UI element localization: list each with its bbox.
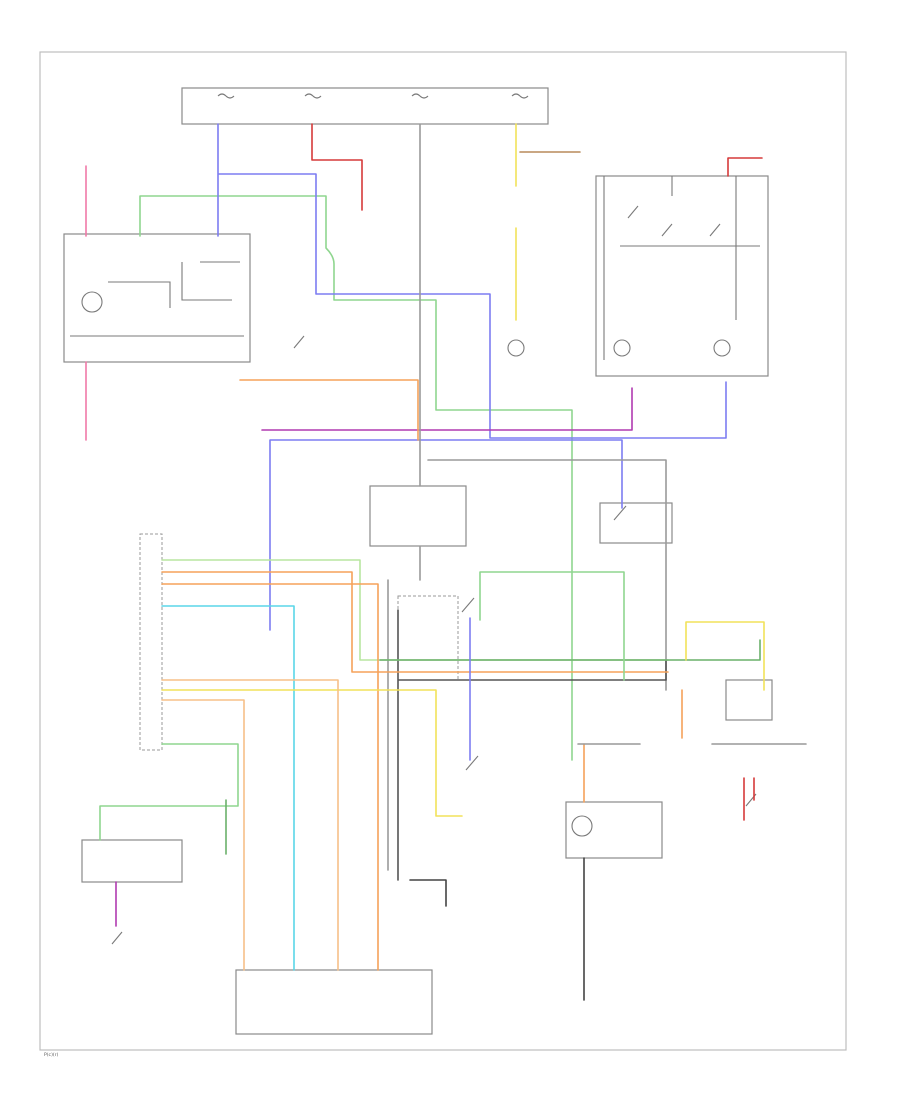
switch-box-internals xyxy=(603,176,760,360)
wire-green-top xyxy=(139,195,573,761)
pcm-connector-left xyxy=(139,533,163,751)
wire-red-cluster xyxy=(743,777,755,821)
wire-cyan xyxy=(161,605,295,971)
speed-control-switch-box[interactable] xyxy=(595,175,769,377)
speed-sensor-box xyxy=(81,839,183,883)
overdrive-relay-box xyxy=(599,502,673,544)
wire-black-gnd xyxy=(397,609,667,881)
wire-green-sensor xyxy=(99,571,625,841)
wire-blue-trans xyxy=(269,439,623,631)
speed-control-module-box xyxy=(63,233,251,363)
switch-symbols xyxy=(111,205,757,945)
wire-red-fuse xyxy=(311,123,363,211)
cruise-actuator-box xyxy=(235,969,433,1035)
bulb-symbols xyxy=(81,291,731,837)
wire-yellow-servo xyxy=(685,621,765,691)
brake-switch-dashed xyxy=(397,595,459,681)
wire-orange-mid xyxy=(239,379,419,441)
fuse-symbols xyxy=(217,93,529,99)
module-internals xyxy=(70,261,244,337)
wire-gray-center xyxy=(387,123,667,871)
wire-red-tail xyxy=(727,157,763,177)
wire-black-bottom xyxy=(409,857,585,1001)
speed-control-servo-box xyxy=(725,679,773,721)
wire-orange-bus-2 xyxy=(161,583,379,971)
wire-purple xyxy=(261,387,633,431)
wire-darkgreen-long xyxy=(379,639,761,661)
footer-label: P(c)(r) xyxy=(44,1052,59,1058)
transmission-range-switch-box xyxy=(369,485,467,547)
wire-lightgreen-bus xyxy=(161,559,669,661)
wire-blue-fuse xyxy=(217,123,727,439)
instrument-cluster-box xyxy=(565,801,663,859)
wire-yellow-brake xyxy=(161,689,463,817)
diagram-frame xyxy=(39,51,847,1051)
fuse-block xyxy=(181,87,549,125)
wire-lightorange xyxy=(161,679,339,971)
wire-orange-bus-1 xyxy=(161,571,669,673)
